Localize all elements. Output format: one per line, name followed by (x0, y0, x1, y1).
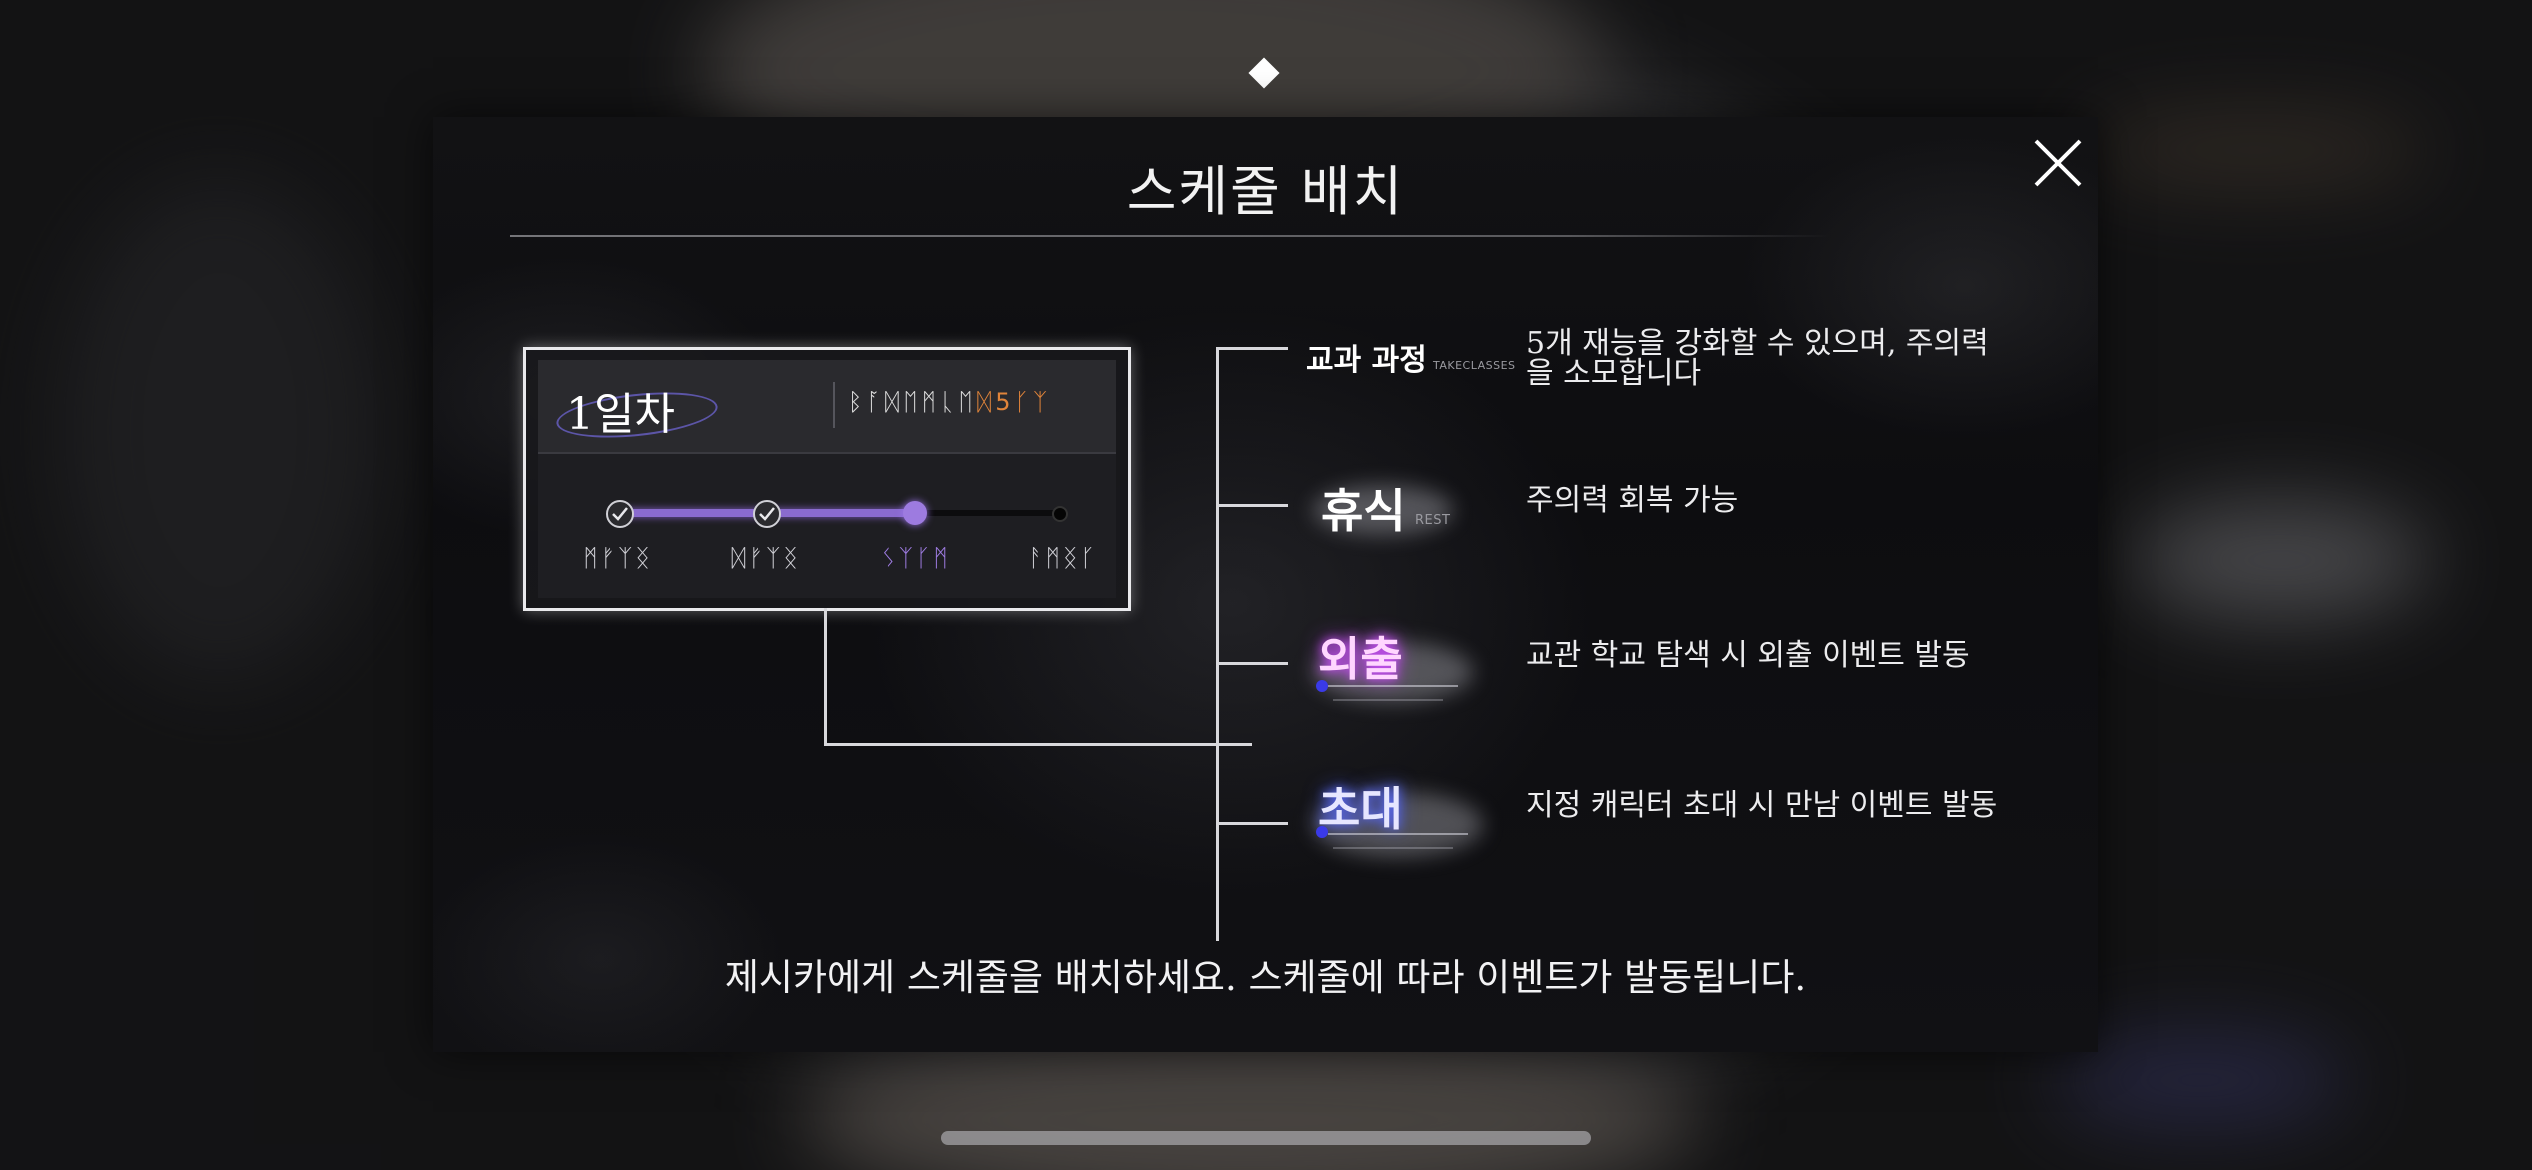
header-rune-text: ᛒᚪᛞᛖᛗᚳᛖᛞ5ᚴᛉ (848, 388, 1051, 416)
option-name: 초대 (1318, 782, 1403, 836)
option-description-line-1: 5개 재능을 강화할 수 있으며, 주의력 (1526, 326, 1989, 361)
check-icon (612, 507, 628, 521)
connector-branch-2 (1216, 504, 1288, 507)
connector-branch-1 (1216, 347, 1288, 350)
option-description: 5개 재능을 강화할 수 있으며, 주의력 을 소모합니다 (1526, 329, 1989, 389)
header-separator (833, 382, 835, 428)
phase-label-2: ᛞᚠᛉᛝ (731, 544, 801, 572)
option-description: 지정 캐릭터 초대 시 만남 이벤트 발동 (1526, 788, 1998, 823)
smoke-effect (1313, 792, 1483, 857)
scribble-line (1328, 833, 1468, 835)
option-description-line-2: 을 소모합니다 (1526, 356, 1702, 391)
connector-branch-4 (1216, 822, 1288, 825)
phase-label-4: ᚨᛗᛝᚴ (1028, 544, 1098, 572)
connector-trunk (1216, 347, 1219, 941)
option-description: 주의력 회복 가능 (1526, 483, 1739, 518)
connector-across (824, 743, 1252, 746)
day-label: 1일차 (566, 389, 675, 440)
smoke-effect (1313, 485, 1453, 535)
phase-label-3: ᛊᛉᚴᛗ (881, 544, 951, 572)
card-header: 1일차 ᛒᚪᛞᛖᛗᚳᛖᛞ5ᚴᛉ (538, 360, 1116, 454)
close-icon (2034, 139, 2082, 187)
option-description: 교관 학교 탐색 시 외출 이벤트 발동 (1526, 638, 1970, 673)
close-button[interactable] (2028, 133, 2088, 193)
schedule-card: 1일차 ᛒᚪᛞᛖᛗᚳᛖᛞ5ᚴᛉ ᛗᚠᛉᛝ ᛞᚠᛉᛝ ᛊᛉᚴ (523, 347, 1131, 611)
accent-dot (1316, 680, 1328, 692)
option-sub: REST (1415, 513, 1451, 528)
timeline-node-end (1052, 506, 1068, 522)
connector-down (824, 608, 827, 745)
phase-label-1: ᛗᚠᛉᛝ (583, 544, 653, 572)
option-name: 교과 과정 (1306, 343, 1427, 378)
scribble-line (1333, 699, 1443, 701)
modal-title: 스케줄 배치 (1126, 160, 1405, 223)
schedule-modal: 스케줄 배치 1일차 ᛒᚪᛞᛖᛗᚳᛖᛞ5ᚴᛉ (433, 117, 2098, 1052)
option-name: 외출 (1318, 632, 1403, 686)
option-sub: TAKECLASSES (1433, 359, 1516, 372)
check-icon (759, 507, 775, 521)
header-runes-white: ᛒᚪᛞᛖᛗᚳᛖ (848, 388, 977, 416)
timeline-node-1 (606, 500, 634, 528)
header-runes-orange: ᛞ5ᚴᛉ (976, 388, 1052, 416)
smoke-effect (1313, 642, 1473, 702)
scribble-line (1328, 685, 1458, 687)
timeline-node-2 (753, 500, 781, 528)
home-indicator[interactable] (941, 1131, 1591, 1145)
scribble-line (1333, 847, 1453, 849)
title-divider (510, 235, 1830, 237)
option-name: 휴식 (1321, 484, 1406, 538)
day-timeline: ᛗᚠᛉᛝ ᛞᚠᛉᛝ ᛊᛉᚴᛗ ᚨᛗᛝᚴ (538, 452, 1116, 598)
instruction-text: 제시카에게 스케줄을 배치하세요. 스케줄에 따라 이벤트가 발동됩니다. (724, 956, 1807, 999)
accent-dot (1316, 826, 1328, 838)
connector-branch-3 (1216, 662, 1288, 665)
timeline-node-current (903, 501, 927, 525)
